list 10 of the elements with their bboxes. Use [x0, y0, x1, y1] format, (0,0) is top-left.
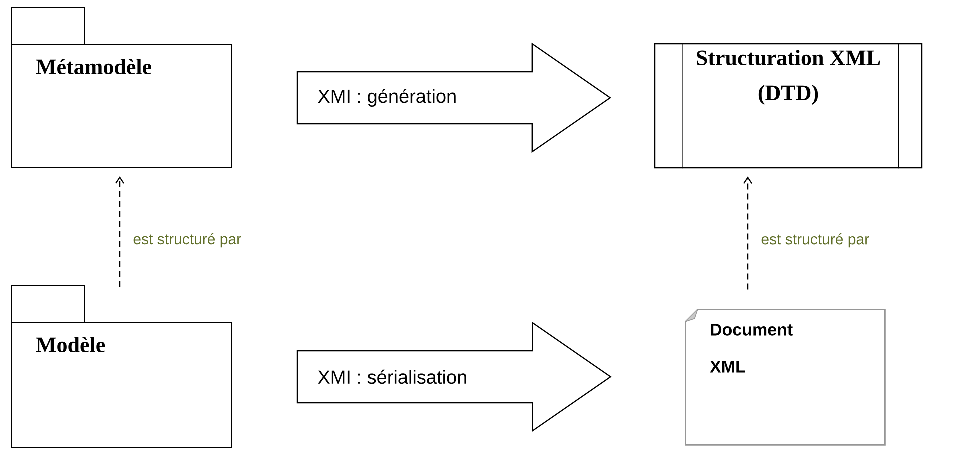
dashed-arrow [744, 176, 752, 290]
edge-label: XMI : sérialisation [316, 368, 469, 386]
edge-label: est structuré par [134, 233, 242, 248]
class-box: Structuration XML (DTD) [654, 43, 923, 169]
edge-label: est structuré par [762, 234, 870, 248]
dashed-arrow [116, 176, 124, 288]
edge-label: XMI : génération [316, 88, 458, 108]
package-box: Métamodèle [11, 7, 232, 168]
package-box: Modèle [11, 285, 232, 448]
document-note: Document XML [685, 309, 886, 446]
